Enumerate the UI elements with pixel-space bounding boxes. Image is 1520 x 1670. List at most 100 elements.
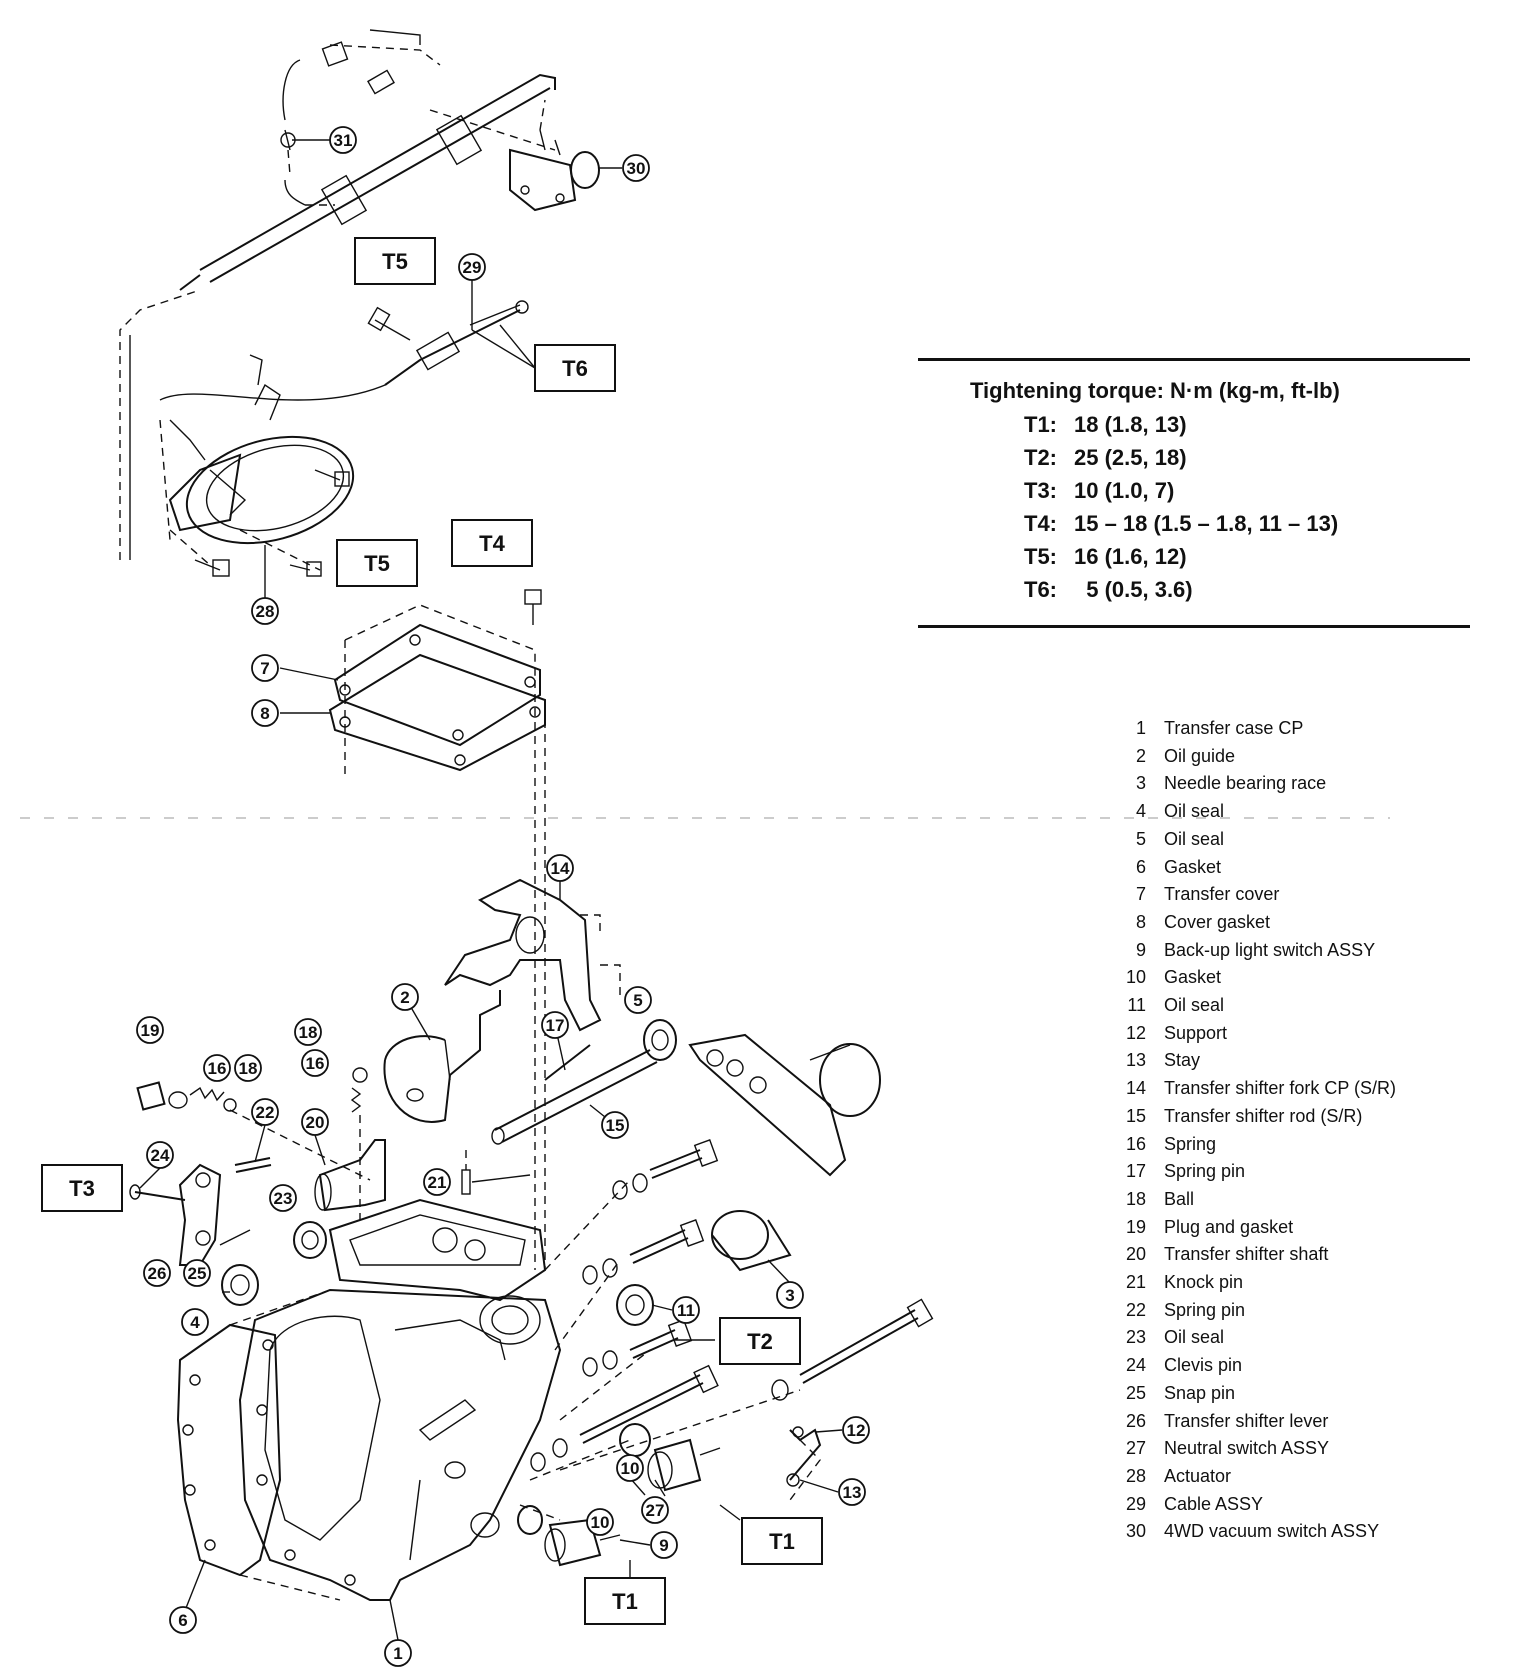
callout-28: 28 — [251, 597, 279, 625]
callout-number: 6 — [178, 1611, 187, 1630]
torque-value: 18 (1.8, 13) — [1074, 412, 1187, 437]
oil-seals — [221, 1221, 327, 1306]
callout-number: 11 — [677, 1301, 695, 1320]
legend-number: 5 — [1135, 829, 1146, 849]
callout-4: 4 — [181, 1308, 209, 1336]
torque-box-label: T1 — [612, 1589, 638, 1614]
cable-assy — [159, 300, 529, 401]
case-bolts — [530, 1139, 934, 1472]
vacuum-switch-assy — [429, 99, 600, 212]
torque-value: 10 (1.0, 7) — [1074, 478, 1175, 503]
torque-box-label: T2 — [747, 1329, 773, 1354]
legend-label: Spring pin — [1164, 1300, 1246, 1320]
legend-label: Gasket — [1164, 967, 1222, 987]
legend-label: Gasket — [1164, 857, 1222, 877]
legend-item: 25 Snap pin — [1110, 1383, 1235, 1409]
legend-label: Oil seal — [1164, 1327, 1225, 1347]
legend-number: 2 — [1135, 746, 1146, 766]
callout-number: 12 — [847, 1421, 866, 1440]
legend-label: Support — [1164, 1023, 1228, 1043]
detent-parts — [136, 1067, 371, 1220]
torque-box-t1-right: T1 — [741, 1517, 823, 1565]
torque-row: T4:15 – 18 (1.5 – 1.8, 11 – 13) — [1024, 511, 1338, 537]
legend-number: 27 — [1125, 1438, 1146, 1458]
callout-2: 2 — [391, 983, 419, 1011]
legend-number: 7 — [1135, 884, 1146, 904]
legend-label: Oil seal — [1164, 995, 1225, 1015]
torque-key: T3: — [1024, 478, 1057, 503]
legend-label: Cable ASSY — [1164, 1494, 1264, 1514]
legend-label: Spring pin — [1164, 1161, 1246, 1181]
callout-29: 29 — [458, 253, 486, 281]
gasket-reference — [688, 1033, 881, 1177]
legend-number: 25 — [1125, 1383, 1146, 1403]
callout-number: 1 — [393, 1644, 402, 1663]
callout-number: 22 — [256, 1103, 275, 1122]
bearing-race — [616, 1210, 792, 1326]
transfer-case — [238, 1198, 562, 1601]
callout-number: 13 — [843, 1483, 862, 1502]
legend-label: Clevis pin — [1164, 1355, 1243, 1375]
callout-16-right: 16 — [301, 1049, 329, 1077]
legend-label: Transfer shifter shaft — [1164, 1244, 1329, 1264]
legend-number: 26 — [1125, 1411, 1146, 1431]
legend-number: 9 — [1135, 940, 1146, 960]
callout-12: 12 — [842, 1416, 870, 1444]
legend-number: 30 — [1125, 1521, 1146, 1541]
torque-key: T2: — [1024, 445, 1057, 470]
legend-label: Snap pin — [1164, 1383, 1236, 1403]
legend-item: 21 Knock pin — [1110, 1272, 1243, 1298]
case-gasket — [176, 1289, 341, 1601]
legend-label: Neutral switch ASSY — [1164, 1438, 1330, 1458]
torque-key: T4: — [1024, 511, 1057, 536]
legend-label: Actuator — [1164, 1466, 1232, 1486]
callout-number: 8 — [260, 704, 269, 723]
callout-number: 30 — [627, 159, 646, 178]
torque-box-label: T5 — [382, 249, 408, 274]
callout-26: 26 — [143, 1259, 171, 1287]
torque-row: T6: 5 (0.5, 3.6) — [1024, 577, 1193, 603]
callout-16-left: 16 — [203, 1054, 231, 1082]
leader-lines — [139, 139, 843, 1641]
torque-key: T6: — [1024, 577, 1057, 602]
callout-6: 6 — [169, 1606, 197, 1634]
vacuum-pipe-assembly — [119, 29, 556, 560]
torque-top-rule — [918, 358, 1470, 361]
support-stay — [786, 1426, 822, 1501]
shifter-rod — [491, 1019, 677, 1145]
torque-box-t1-bottom: T1 — [584, 1577, 666, 1625]
torque-box-t5-mid: T5 — [336, 539, 418, 587]
callout-number: 26 — [148, 1264, 167, 1283]
callout-number: 2 — [400, 988, 409, 1007]
legend-number: 21 — [1125, 1272, 1146, 1292]
callout-number: 7 — [260, 659, 269, 678]
legend-label: Oil guide — [1164, 746, 1236, 766]
legend-label: Transfer case CP — [1164, 718, 1304, 738]
legend-label: 4WD vacuum switch ASSY — [1164, 1521, 1380, 1541]
callout-25: 25 — [183, 1259, 211, 1287]
torque-key: T5: — [1024, 544, 1057, 569]
legend-number: 16 — [1125, 1134, 1146, 1154]
callout-31: 31 — [329, 126, 357, 154]
legend-label: Knock pin — [1164, 1272, 1244, 1292]
legend-number: 20 — [1125, 1244, 1146, 1264]
legend-number: 29 — [1125, 1494, 1146, 1514]
callout-24: 24 — [146, 1141, 174, 1169]
torque-value: 5 (0.5, 3.6) — [1074, 577, 1193, 602]
callout-17: 17 — [541, 1011, 569, 1039]
legend-number: 14 — [1125, 1078, 1146, 1098]
torque-bottom-rule — [918, 625, 1470, 628]
callout-number: 27 — [646, 1501, 665, 1520]
